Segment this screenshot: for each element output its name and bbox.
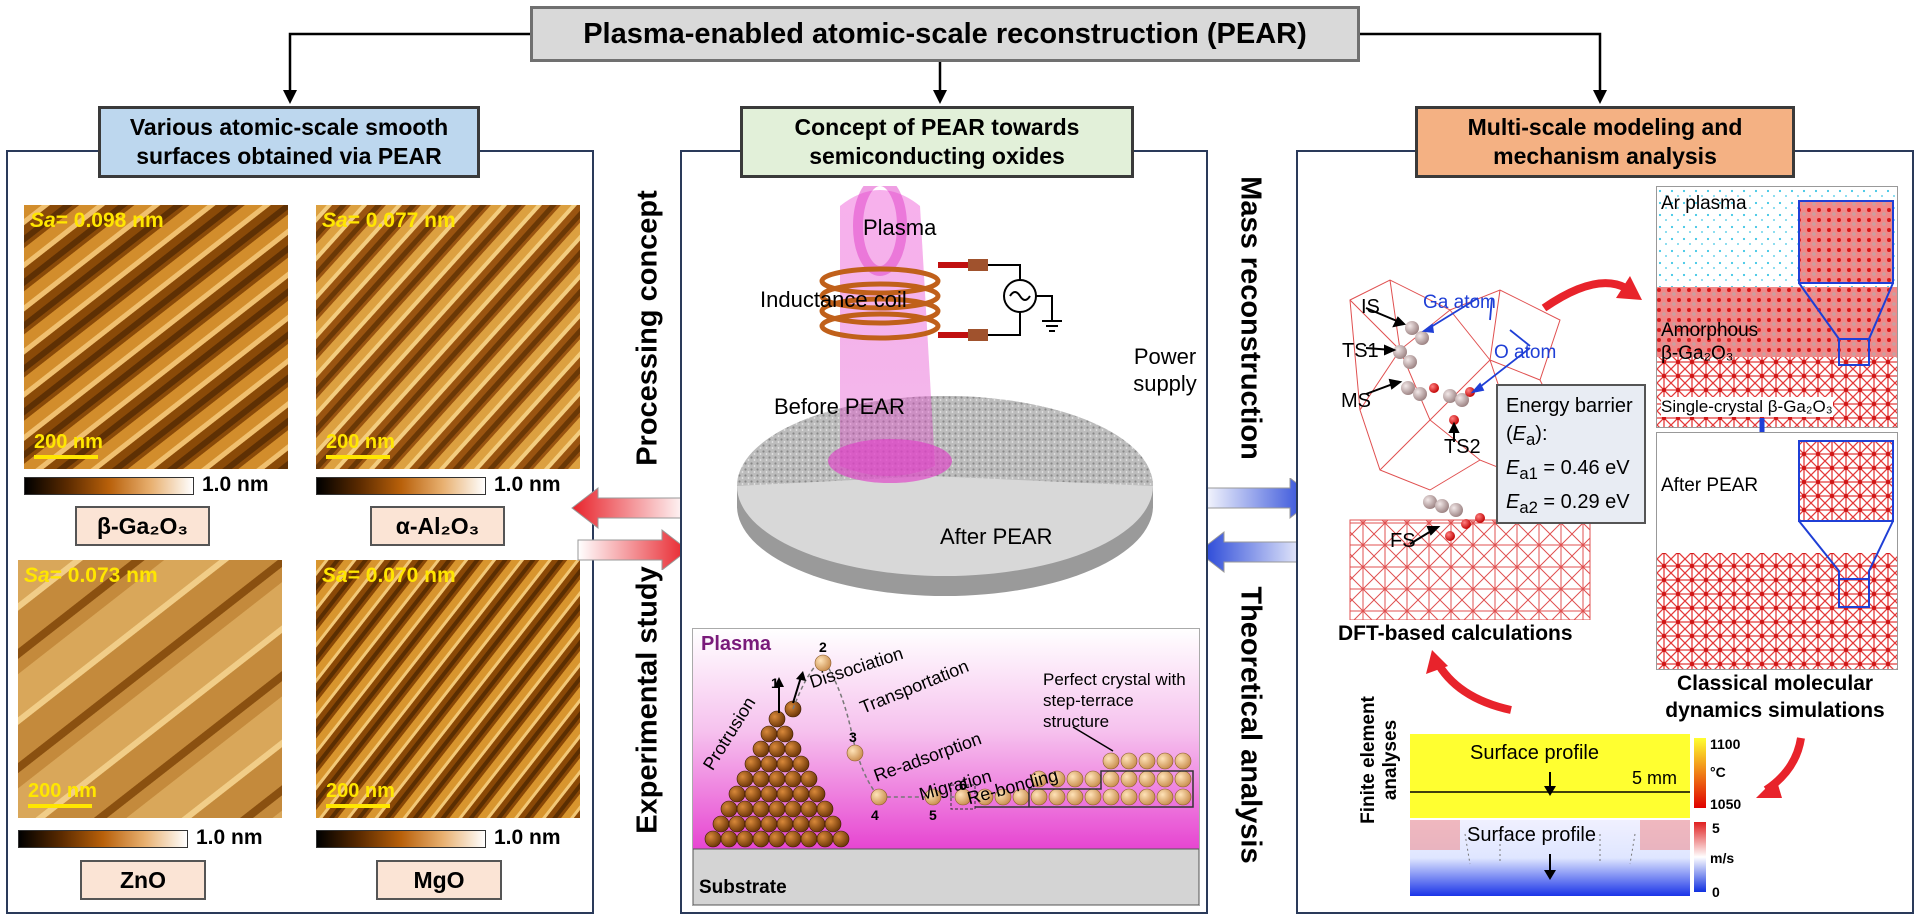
- arrow-left-red: [571, 486, 689, 530]
- temp-min: 1050: [1710, 796, 1742, 812]
- power-supply-label: Power supply: [1133, 344, 1197, 396]
- sa-value: Sa= 0.098 nm: [30, 209, 164, 232]
- sa-value: Sa= 0.077 nm: [322, 209, 456, 232]
- fea-label: Finite element analyses: [1358, 696, 1401, 824]
- step-number: 5: [929, 807, 937, 823]
- scale-bar: 200 nm: [326, 780, 395, 808]
- before-pear-label: Before PEAR: [774, 394, 905, 419]
- energy-barrier-box: Energy barrier (Ea): Ea1 = 0.46 eV Ea2 =…: [1496, 384, 1646, 524]
- blue-arrows: [1197, 478, 1317, 574]
- md-after-panel: After PEAR: [1656, 432, 1898, 670]
- label-mass-reconstruction: Mass reconstruction: [1234, 176, 1267, 460]
- scale-bar: 200 nm: [326, 431, 395, 459]
- label-experimental-study: Experimental study: [631, 566, 664, 834]
- single-crystal-label: Single-crystal β-Ga₂O₃: [1661, 397, 1833, 417]
- step-number: 3: [849, 729, 857, 745]
- colorbar-label: 1.0 nm: [202, 473, 269, 496]
- amorphous-label: Amorphous β-Ga₂O₃: [1661, 320, 1759, 364]
- dft-label-ms: MS: [1341, 390, 1371, 412]
- material-label-al2o3: α-Al₂O₃: [370, 506, 505, 546]
- o-atom-label: O atom: [1494, 342, 1557, 363]
- velocity-colorbar: [1694, 822, 1706, 892]
- temp-colorbar: [1694, 738, 1706, 808]
- main-title: Plasma-enabled atomic-scale reconstructi…: [530, 6, 1360, 62]
- afm-image-zno: Sa= 0.073 nm 200 nm: [18, 560, 282, 818]
- right-header: Multi-scale modeling and mechanism analy…: [1415, 106, 1795, 178]
- material-label-mgo: MgO: [376, 860, 502, 900]
- flow-arrows: [1426, 276, 1805, 798]
- fea-scale-label: 5 mm: [1632, 768, 1677, 788]
- md-before-panel: Ar plasma Amorphous β-Ga₂O₃ Single-cryst…: [1656, 186, 1898, 428]
- substrate-label: Substrate: [699, 877, 787, 898]
- colorbar: [316, 477, 486, 495]
- dft-label-ts2: TS2: [1444, 436, 1481, 458]
- vel-min: 0: [1712, 884, 1720, 900]
- mechanism-diagram: Plasma Substrate Protrusion Dissociation…: [692, 628, 1200, 906]
- title-connectors: [283, 32, 1607, 104]
- center-header: Concept of PEAR towards semiconducting o…: [740, 106, 1134, 178]
- vel-unit: m/s: [1710, 850, 1735, 866]
- dft-label-is: IS: [1361, 296, 1380, 318]
- dft-label-ts1: TS1: [1342, 340, 1379, 362]
- pear-setup-illustration: [737, 186, 1153, 596]
- sa-value: Sa= 0.073 nm: [24, 564, 158, 587]
- step-number: 4: [871, 807, 879, 823]
- colorbar-label: 1.0 nm: [494, 826, 561, 849]
- colorbar: [316, 830, 486, 848]
- after-pear-md-label: After PEAR: [1661, 475, 1759, 496]
- material-label-zno: ZnO: [80, 860, 206, 900]
- arrow-right-red: [577, 528, 689, 570]
- fea-fields: [1410, 734, 1690, 896]
- colorbar-label: 1.0 nm: [196, 826, 263, 849]
- colorbar: [24, 477, 194, 495]
- label-theoretical-analysis: Theoretical analysis: [1234, 586, 1267, 864]
- label-processing-concept: Processing concept: [631, 190, 664, 466]
- dft-calculations-label: DFT-based calculations: [1338, 622, 1573, 645]
- scale-bar: 200 nm: [34, 431, 103, 459]
- left-header: Various atomic-scale smooth surfaces obt…: [98, 106, 480, 178]
- colorbar: [18, 830, 188, 848]
- dft-label-fs: FS: [1390, 530, 1416, 552]
- sa-value: Sa= 0.070 nm: [322, 564, 456, 587]
- temp-unit: °C: [1710, 764, 1726, 780]
- material-label-ga2o3: β-Ga₂O₃: [75, 506, 210, 546]
- temp-max: 1100: [1710, 736, 1741, 752]
- dft-structure: [1349, 279, 1591, 620]
- plasma-label: Plasma: [863, 215, 937, 240]
- step-number: 2: [819, 639, 827, 655]
- colorbar-label: 1.0 nm: [494, 473, 561, 496]
- afm-image-al2o3: Sa= 0.077 nm 200 nm: [316, 205, 580, 469]
- afm-image-mgo: Sa= 0.070 nm 200 nm: [316, 560, 580, 818]
- ga-atom-label: Ga atom: [1423, 292, 1496, 313]
- afm-image-ga2o3: Sa= 0.098 nm 200 nm: [24, 205, 288, 469]
- step-number: 1: [771, 675, 779, 691]
- step-number: 6: [959, 777, 967, 793]
- surface-profile-label-2: Surface profile: [1467, 824, 1596, 846]
- vel-max: 5: [1712, 820, 1720, 836]
- md-simulations-label: Classical molecular dynamics simulations: [1665, 672, 1885, 722]
- perfect-crystal-label: Perfect crystal with step-terrace struct…: [1043, 670, 1186, 731]
- surface-profile-label-1: Surface profile: [1470, 742, 1599, 764]
- after-pear-label: After PEAR: [940, 524, 1053, 549]
- red-arrows: [571, 486, 689, 570]
- inductance-coil-label: Inductance coil: [760, 287, 907, 312]
- mech-plasma-label: Plasma: [701, 633, 772, 655]
- ar-plasma-label: Ar plasma: [1661, 193, 1747, 214]
- scale-bar: 200 nm: [28, 780, 97, 808]
